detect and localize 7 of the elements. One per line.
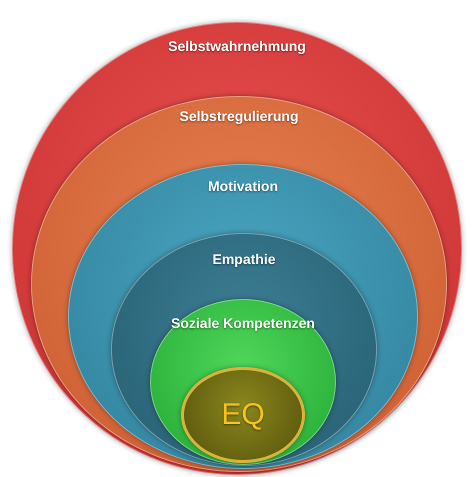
circle-label: Selbstwahrnehmung [168, 37, 306, 56]
circle-label: EQ [221, 397, 265, 433]
circle-label: Motivation [208, 177, 278, 196]
circle-label: Empathie [212, 250, 276, 269]
circle-label: Soziale Kompetenzen [171, 314, 315, 333]
nested-circle [181, 367, 305, 463]
circle-label: Selbstregulierung [179, 107, 299, 126]
